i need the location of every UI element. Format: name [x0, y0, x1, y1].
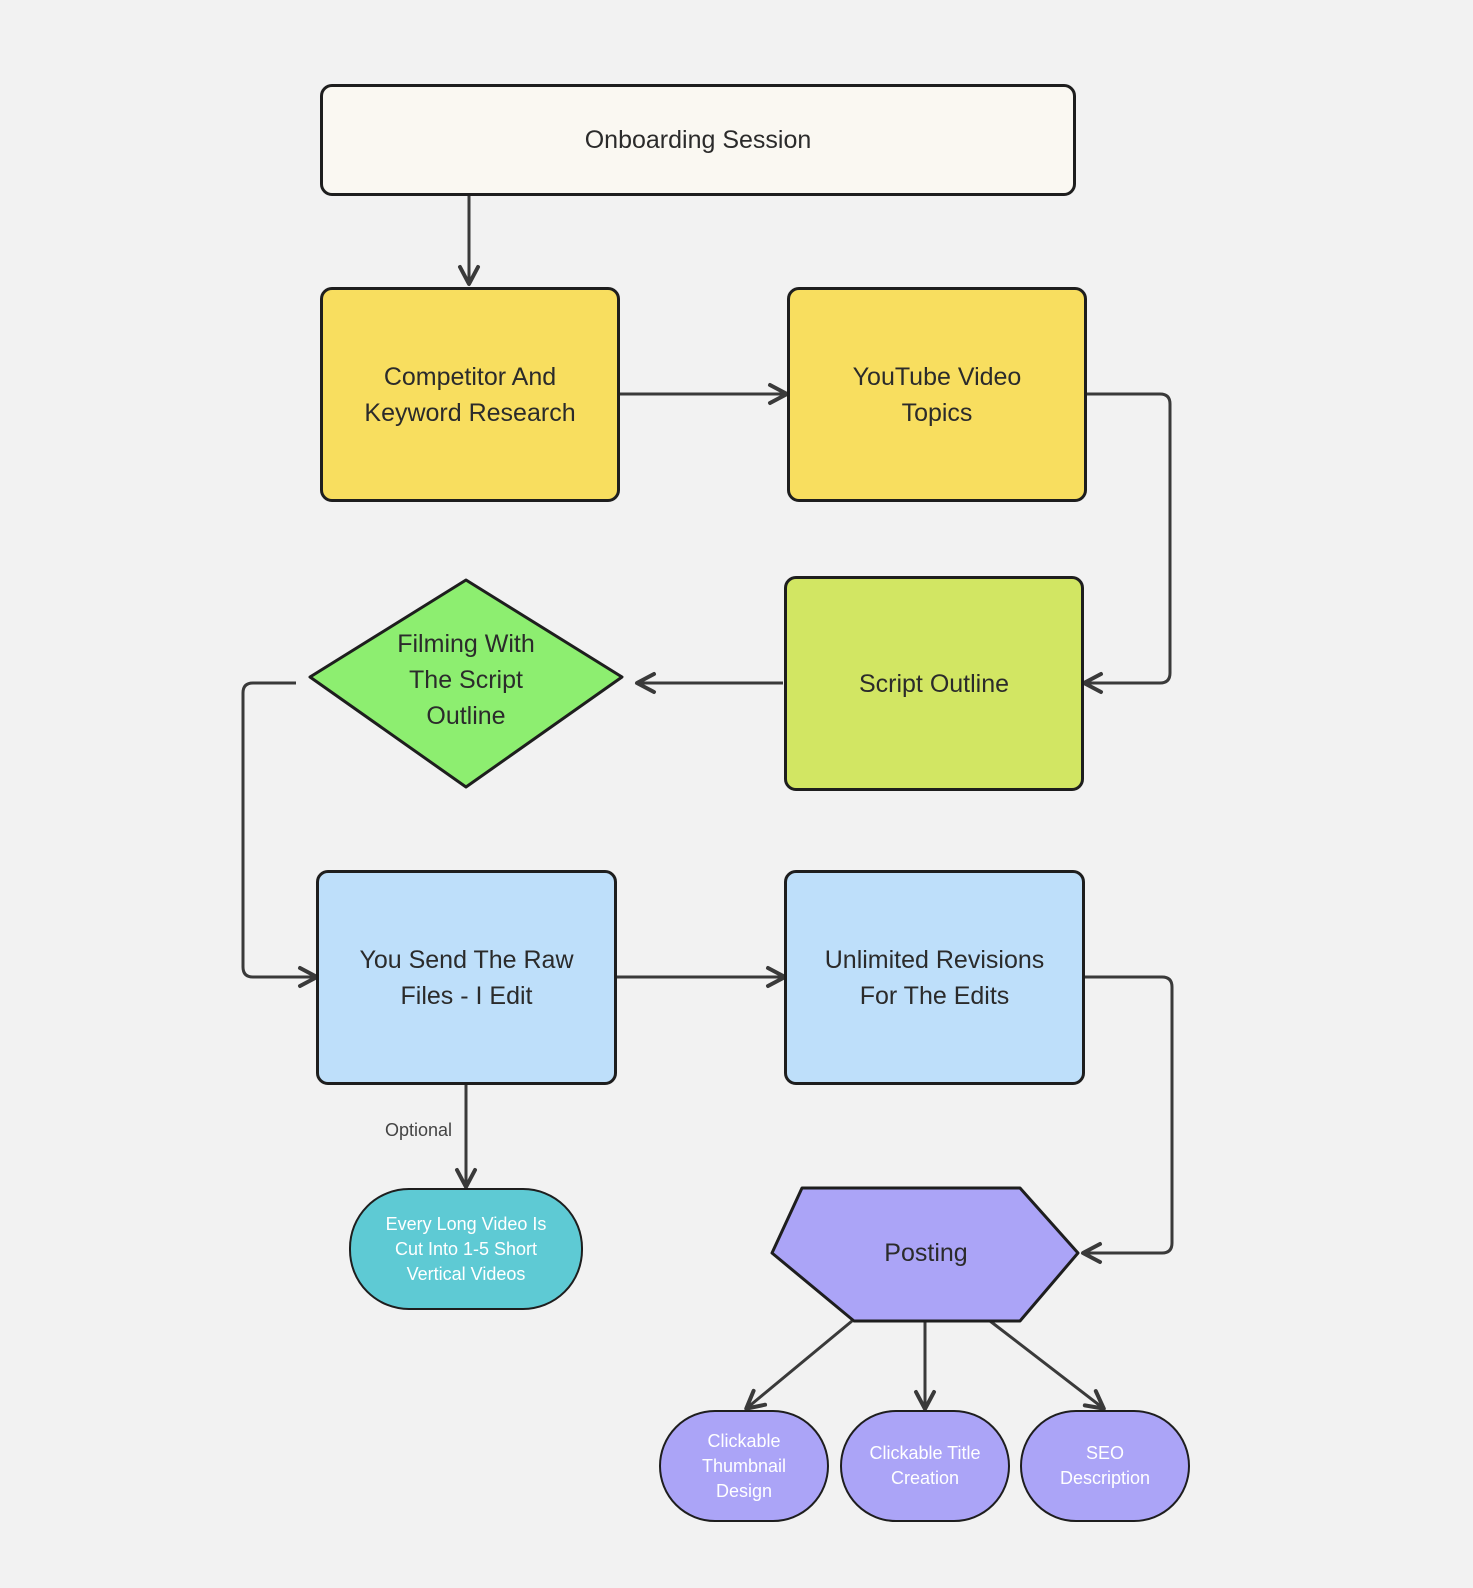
script-outline-label: Script Outline: [858, 669, 1010, 698]
connector-posting-to-seo: [989, 1319, 1106, 1411]
connector-topics-to-script: [1082, 392, 1172, 694]
filming-label: Filming With The Script Outline: [397, 630, 535, 730]
filming-diamond-shape: [308, 578, 624, 789]
posting-hexagon-shape: [770, 1186, 1080, 1323]
connector-posting-to-thumbnail: [744, 1319, 853, 1411]
onboarding-session-label: Onboarding Session: [584, 126, 812, 154]
connector-filming-to-rawfiles: [241, 681, 319, 988]
posting-node[interactable]: Posting: [812, 1215, 1040, 1291]
thumbnail-node[interactable]: Clickable Thumbnail Design: [659, 1410, 829, 1522]
youtube-topics-node[interactable]: YouTube Video Topics: [787, 287, 1087, 502]
competitor-research-node[interactable]: Competitor And Keyword Research: [320, 287, 620, 502]
shorts-node[interactable]: Every Long Video Is Cut Into 1-5 Short V…: [349, 1188, 583, 1310]
onboarding-session-node[interactable]: Onboarding Session: [320, 84, 1076, 196]
competitor-research-label: Competitor And Keyword Research: [364, 362, 576, 427]
raw-files-label: You Send The Raw Files - I Edit: [359, 945, 574, 1010]
revisions-node[interactable]: Unlimited Revisions For The Edits: [784, 870, 1085, 1085]
connector-revisions-to-posting: [1081, 975, 1174, 1264]
youtube-topics-label: YouTube Video Topics: [852, 362, 1022, 427]
title-creation-label: Clickable Title Creation: [869, 1443, 981, 1488]
script-outline-node[interactable]: Script Outline: [784, 576, 1084, 791]
filming-node[interactable]: Filming With The Script Outline: [346, 610, 586, 750]
posting-label: Posting: [884, 1239, 968, 1267]
seo-description-label: SEO Description: [1059, 1443, 1151, 1488]
title-creation-node[interactable]: Clickable Title Creation: [840, 1410, 1010, 1522]
raw-files-node[interactable]: You Send The Raw Files - I Edit: [316, 870, 617, 1085]
shorts-label: Every Long Video Is Cut Into 1-5 Short V…: [385, 1213, 547, 1284]
revisions-label: Unlimited Revisions For The Edits: [824, 945, 1045, 1010]
thumbnail-label: Clickable Thumbnail Design: [701, 1430, 787, 1501]
seo-description-node[interactable]: SEO Description: [1020, 1410, 1190, 1522]
optional-edge-label: Optional: [385, 1120, 453, 1140]
